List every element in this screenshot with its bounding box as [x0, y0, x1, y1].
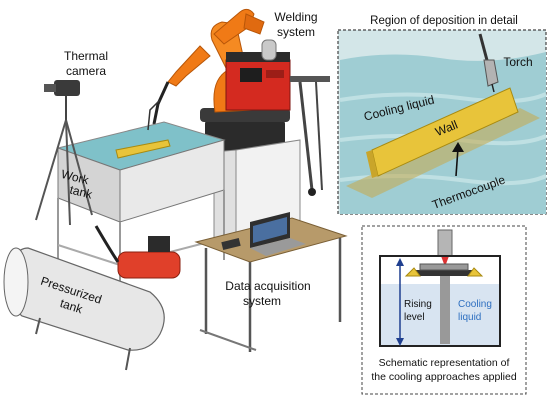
- pump: [94, 225, 181, 279]
- welding-system-label-line1: Welding: [274, 10, 317, 24]
- cooling-schematic-panel: Rising level Cooling liquid Schematic re…: [361, 225, 527, 395]
- detail-panel-title: Region of deposition in detail: [370, 15, 518, 27]
- rising-level-label-line2: level: [404, 312, 425, 323]
- data-acquisition-label-line1: Data acquisition: [225, 279, 310, 293]
- schematic-cooling-label-line1: Cooling: [458, 299, 492, 310]
- work-tank-label-line1: Work: [60, 167, 91, 188]
- rising-level-arrow-icon: [396, 258, 404, 266]
- data-acquisition-table: [194, 212, 348, 352]
- substrate-plate: [346, 108, 540, 198]
- wall-deposit-small: [115, 139, 171, 159]
- rising-level-label-line1: Rising: [404, 299, 432, 310]
- data-acquisition-label-line2: system: [243, 294, 281, 308]
- thermal-camera-label-line1: Thermal: [64, 49, 108, 63]
- pressurized-tank-label-line2: tank: [58, 296, 85, 317]
- pressurized-tank: [3, 247, 165, 371]
- torch-label: Torch: [503, 55, 532, 69]
- work-tank-label-line2: tank: [68, 183, 94, 202]
- deposited-wall: [371, 87, 519, 177]
- schematic-torch-icon: [437, 229, 453, 257]
- torch-icon: [483, 59, 499, 87]
- schematic-cooling-label-line2: liquid: [458, 312, 481, 323]
- deposition-detail-panel: Region of deposition in detail Torch Coo…: [337, 15, 547, 215]
- work-tank: [56, 99, 226, 300]
- thermal-camera-label-line2: camera: [66, 64, 106, 78]
- schematic-caption-line2: the cooling approaches applied: [371, 371, 517, 383]
- thermal-camera: [35, 80, 93, 226]
- welding-power-source: [225, 39, 330, 196]
- thermocouple-arrow-icon: [452, 142, 464, 152]
- welding-system-label-line2: system: [277, 25, 315, 39]
- schematic-caption-line1: Schematic representation of: [379, 357, 510, 369]
